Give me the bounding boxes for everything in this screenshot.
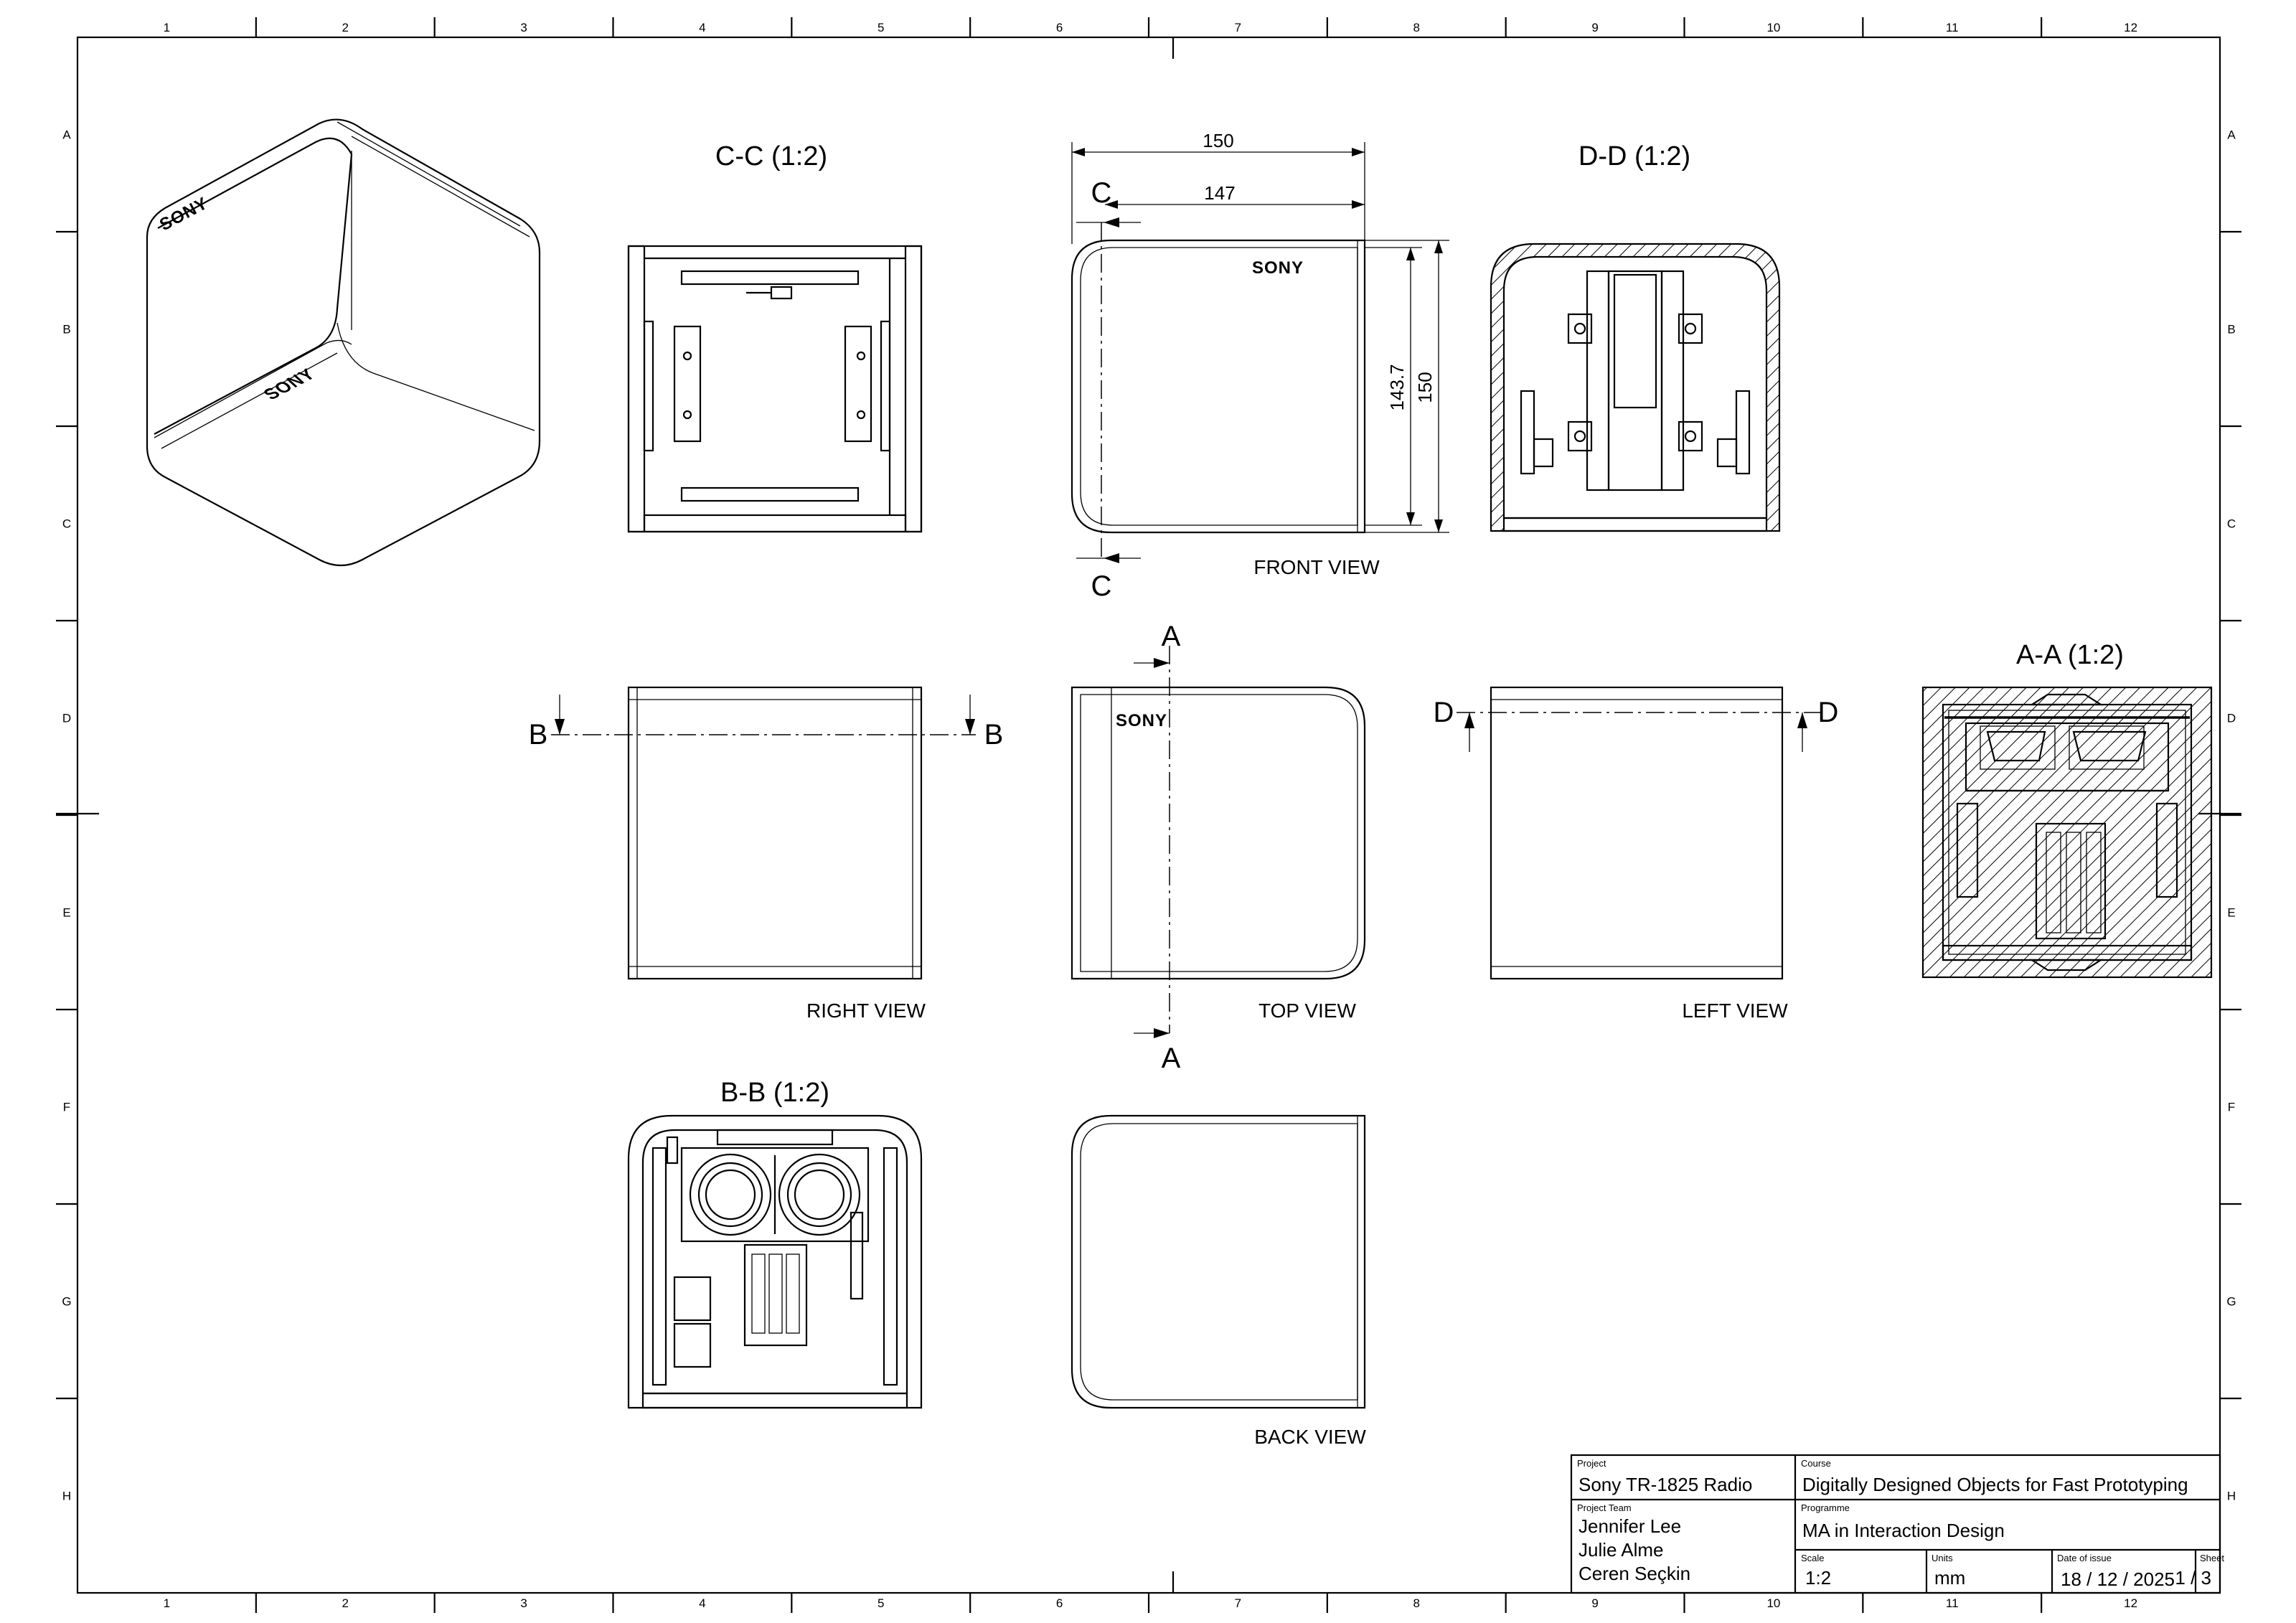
zone-label-row: A [62, 128, 71, 142]
course-value: Digitally Designed Objects for Fast Prot… [1802, 1474, 2188, 1495]
section-dd-label: D-D (1:2) [1578, 141, 1690, 171]
section-cc-label: C-C (1:2) [715, 141, 827, 171]
zone-label-column: 11 [1946, 21, 1959, 34]
zone-label-column: 8 [1413, 1596, 1420, 1610]
zone-label-column: 8 [1413, 21, 1420, 34]
sheet-caption: Sheet [2200, 1553, 2224, 1563]
zone-label-column: 1 [164, 1596, 170, 1610]
dim-inner-width: 147 [1204, 182, 1235, 204]
zone-label-row: B [2227, 323, 2235, 337]
zone-label-row: F [2228, 1101, 2235, 1114]
front-logo: SONY [1252, 258, 1304, 278]
section-a-a: A-A (1:2) [1921, 640, 2213, 979]
back-view: BACK VIEW [1071, 1114, 1366, 1448]
cut-c-top: C [1091, 177, 1112, 209]
cut-d-left: D [1434, 697, 1454, 728]
section-d-d: D-D (1:2) [1490, 141, 1781, 532]
zone-label-column: 4 [699, 1596, 705, 1610]
zone-ticks [56, 17, 2241, 1613]
scale-value: 1:2 [1805, 1567, 1831, 1589]
zone-label-column: 5 [878, 1596, 884, 1610]
zone-label-row: F [63, 1101, 70, 1114]
dim-overall-height: 150 [1414, 372, 1436, 403]
zone-label-column: 12 [2124, 1596, 2137, 1610]
right-view-label: RIGHT VIEW [806, 999, 926, 1022]
zone-label-row: D [62, 712, 71, 725]
zone-label-column: 9 [1591, 1596, 1598, 1610]
project-value: Sony TR-1825 Radio [1578, 1474, 1752, 1495]
zone-label-row: D [2227, 712, 2236, 725]
section-c-c: C-C (1:2) [627, 141, 923, 533]
zone-label-column: 11 [1946, 1596, 1959, 1610]
zone-label-column: 9 [1591, 21, 1598, 34]
cut-b-right: B [984, 719, 1004, 751]
zone-label-column: 10 [1766, 21, 1780, 34]
zone-label-column: 3 [520, 21, 527, 34]
zone-label-column: 7 [1235, 21, 1241, 34]
zone-label-column: 12 [2124, 21, 2137, 34]
dim-overall-width: 150 [1203, 130, 1233, 151]
front-view-label: FRONT VIEW [1253, 556, 1380, 578]
zone-label-column: 7 [1235, 1596, 1241, 1610]
date-caption: Date of issue [2057, 1553, 2112, 1563]
cut-b-left: B [529, 719, 548, 751]
zone-label-column: 4 [699, 21, 705, 34]
front-view: 150 147 C C SONY 143.7 150 FRONT VIEW [1071, 130, 1449, 602]
project-caption: Project [1577, 1458, 1606, 1469]
cut-a-top: A [1162, 621, 1181, 652]
left-view: D D LEFT VIEW [1434, 686, 1839, 1022]
zone-label-column: 2 [342, 1596, 349, 1610]
zone-label-row: H [62, 1490, 71, 1503]
iso-logo-side: SONY [156, 194, 211, 235]
zone-label-row: E [62, 906, 70, 920]
zone-label-row: C [62, 517, 71, 531]
units-caption: Units [1932, 1553, 1953, 1563]
zone-label-column: 3 [520, 1596, 527, 1610]
section-aa-label: A-A (1:2) [2016, 640, 2124, 670]
top-logo: SONY [1116, 711, 1167, 730]
top-view: A A SONY TOP VIEW [1071, 621, 1366, 1074]
title-block: Project Sony TR-1825 Radio Course Digita… [1570, 1454, 2224, 1594]
programme-caption: Programme [1801, 1502, 1850, 1513]
date-value: 18 / 12 / 2025 [2061, 1568, 2175, 1590]
zone-label-row: E [2227, 906, 2235, 920]
team-caption: Project Team [1577, 1502, 1632, 1513]
section-bb-label: B-B (1:2) [720, 1078, 829, 1108]
sheet-value: 1 / 3 [2175, 1567, 2211, 1589]
zone-label-column: 6 [1056, 1596, 1063, 1610]
team-member-2: Julie Alme [1578, 1539, 1664, 1561]
left-view-label: LEFT VIEW [1682, 999, 1788, 1022]
section-b-b: B-B (1:2) [627, 1078, 923, 1409]
zone-label-column: 1 [164, 21, 170, 34]
cut-d-right: D [1818, 697, 1839, 728]
zone-label-row: G [62, 1295, 71, 1309]
team-member-3: Ceren Seçkin [1578, 1563, 1690, 1584]
isometric-view: SONY SONY [146, 118, 541, 567]
course-caption: Course [1801, 1458, 1831, 1469]
zone-label-row: C [2227, 517, 2236, 531]
zone-label-column: 6 [1056, 21, 1063, 34]
right-view: B B RIGHT VIEW [529, 686, 1004, 1022]
top-view-label: TOP VIEW [1258, 999, 1356, 1022]
back-view-label: BACK VIEW [1254, 1426, 1366, 1448]
zone-label-column: 10 [1766, 1596, 1780, 1610]
zone-label-column: 2 [342, 21, 349, 34]
programme-value: MA in Interaction Design [1802, 1520, 2005, 1541]
units-value: mm [1934, 1567, 1965, 1589]
cut-a-bottom: A [1162, 1043, 1181, 1074]
zone-label-row: B [62, 323, 70, 337]
zone-label-row: H [2227, 1490, 2236, 1503]
cut-c-bottom: C [1091, 570, 1112, 602]
zone-label-column: 5 [878, 21, 884, 34]
dim-inner-height: 143.7 [1386, 364, 1408, 410]
zone-label-row: G [2226, 1295, 2236, 1309]
team-member-1: Jennifer Lee [1578, 1515, 1681, 1537]
scale-caption: Scale [1801, 1553, 1825, 1563]
zone-label-row: A [2227, 128, 2236, 142]
iso-logo-top: SONY [260, 366, 320, 403]
